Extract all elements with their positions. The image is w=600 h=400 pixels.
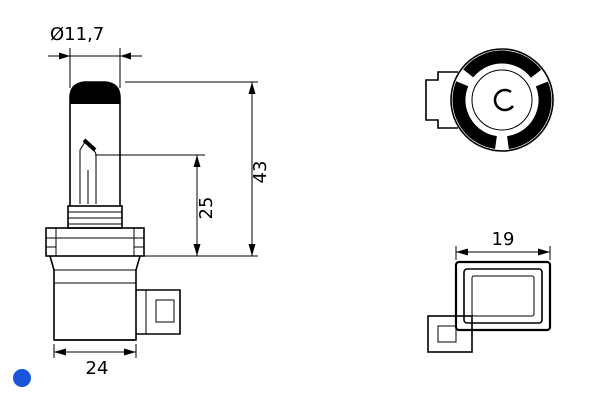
dimension-filament-height: 25 [95, 154, 217, 256]
ring-outer-outline [450, 48, 554, 152]
filament-coil [82, 138, 97, 152]
arrowhead [248, 82, 256, 94]
front-connector-bracket [425, 71, 458, 129]
bulb-rear-view [427, 260, 552, 353]
connector-tab-side [136, 289, 181, 335]
arrowhead [456, 248, 468, 256]
total-height-label: 43 [250, 161, 271, 184]
metal-collar [67, 205, 123, 229]
arrowhead [54, 348, 66, 356]
arrowhead [193, 155, 201, 167]
arrowhead [120, 52, 131, 60]
arrowhead [538, 248, 550, 256]
arrowhead [193, 244, 201, 256]
brand-accent-dot [13, 369, 31, 387]
plastic-base [49, 255, 141, 341]
arrowhead [124, 348, 136, 356]
keyed-ring [452, 50, 552, 150]
filament-assembly [79, 138, 97, 204]
arrowhead [248, 244, 256, 256]
base-depth-label: 19 [492, 229, 515, 250]
base-width-label: 24 [86, 358, 109, 379]
bulb-front-view [425, 48, 554, 152]
bulb-side-view [45, 81, 181, 341]
diameter-label: Ø11,7 [50, 24, 104, 45]
black-tip [70, 82, 120, 104]
base-seal-area [471, 275, 535, 317]
base-outer-rect [454, 260, 552, 332]
flange [45, 227, 145, 257]
connector-tab-rear [427, 315, 473, 353]
dimension-base-depth: 19 [455, 229, 551, 260]
dimension-diameter: Ø11,7 [48, 24, 142, 88]
base-inner-rect [463, 268, 543, 324]
dimension-total-height: 43 [125, 81, 271, 257]
arrowhead [59, 52, 70, 60]
dimension-base-width: 24 [53, 344, 137, 379]
filament-axial-glyph [493, 88, 514, 112]
filament-height-label: 25 [196, 197, 217, 220]
inner-seal-circle [471, 69, 533, 131]
